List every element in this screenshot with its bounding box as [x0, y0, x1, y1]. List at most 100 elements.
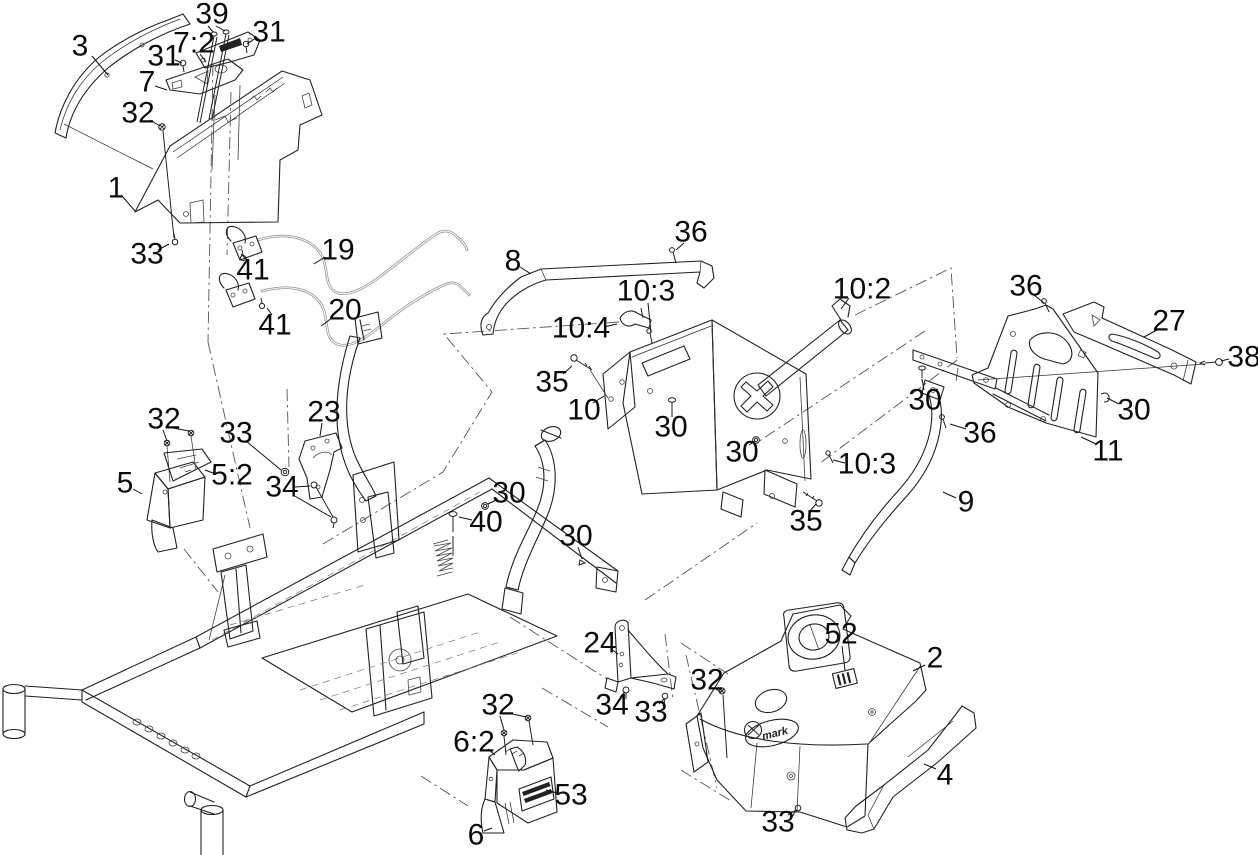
bolt-axis-line — [977, 363, 1206, 381]
leader-line-23 — [319, 422, 323, 437]
bolt-34 — [330, 516, 338, 529]
leader-line-33 — [658, 698, 665, 705]
leader-line-6 — [483, 827, 493, 832]
callout-31: 31 — [252, 16, 285, 49]
pin-10-3 — [825, 450, 834, 464]
lever-41-lower — [218, 272, 266, 310]
label-plate-52 — [831, 668, 858, 690]
callout-38: 38 — [1227, 341, 1258, 374]
mount-bar — [912, 349, 998, 390]
screw-35 — [802, 491, 823, 507]
leader-line-30 — [577, 546, 583, 560]
leader-line-19 — [313, 256, 326, 265]
leader-line-4 — [923, 763, 937, 770]
screw-33 — [171, 233, 179, 246]
leader-lines — [91, 25, 1230, 832]
leader-line-31 — [174, 59, 183, 64]
leader-line-32 — [149, 119, 161, 127]
callout-5: 5 — [117, 467, 134, 500]
leader-line-39 — [207, 25, 214, 33]
callout-30: 30 — [654, 411, 687, 444]
callout-6: 6 — [468, 819, 485, 852]
leader-line-36 — [675, 242, 685, 251]
leader-line-40 — [458, 516, 473, 521]
leader-line-32 — [507, 712, 527, 718]
leader-line-32 — [172, 427, 190, 432]
callout-41: 41 — [258, 309, 291, 342]
leader-line-34 — [294, 485, 311, 488]
callout-30: 30 — [492, 477, 525, 510]
callout-32: 32 — [147, 403, 180, 436]
engine-cover-6 — [480, 739, 558, 834]
lever-tube-left — [336, 311, 395, 559]
screw-32 — [163, 439, 171, 447]
pin-38 — [1198, 358, 1223, 366]
callout-41: 41 — [236, 254, 269, 287]
leader-line-53 — [545, 789, 558, 794]
leader-line-35 — [562, 365, 573, 375]
screw-32 — [158, 123, 175, 239]
logo-text: mark — [761, 725, 790, 743]
leader-line-11 — [1080, 436, 1097, 445]
screw-32 — [718, 687, 728, 759]
callout-10:3: 10:3 — [617, 275, 675, 308]
leader-line-27 — [1143, 329, 1158, 338]
leader-line-7:2 — [199, 53, 207, 63]
leader-line-10:3 — [832, 459, 846, 464]
tank-cover-4 — [844, 705, 977, 834]
leader-line-34 — [619, 691, 626, 698]
leader-line-32 — [162, 429, 168, 442]
callout-33: 33 — [634, 696, 667, 729]
callout-33: 33 — [761, 806, 794, 839]
support-arm-8 — [480, 260, 715, 336]
bolt-40 — [448, 511, 458, 556]
leader-line-1 — [121, 195, 136, 212]
tube-10-2 — [757, 298, 852, 397]
callout-27: 27 — [1152, 305, 1185, 338]
leader-line-24 — [610, 648, 619, 655]
leader-line-30 — [487, 498, 499, 505]
callout-36: 36 — [963, 417, 996, 450]
leader-line-8 — [519, 266, 532, 275]
leader-line-41 — [240, 253, 249, 262]
callout-19: 19 — [321, 234, 354, 267]
callout-33: 33 — [130, 238, 163, 271]
callout-5:2: 5:2 — [211, 459, 253, 492]
leader-line-10 — [592, 395, 605, 404]
leader-line-36 — [1033, 294, 1045, 304]
callout-34: 34 — [265, 471, 298, 504]
callout-53: 53 — [554, 779, 587, 812]
callout-32: 32 — [690, 664, 723, 697]
leader-line-30 — [921, 378, 925, 391]
bolt-34 — [310, 481, 334, 518]
leader-line-31 — [246, 37, 257, 45]
bolt-34 — [622, 686, 630, 699]
callout-31: 31 — [147, 40, 180, 73]
bracket-24 — [604, 619, 677, 693]
leader-line-7 — [154, 85, 168, 91]
leader-line-41 — [266, 307, 273, 316]
callout-52: 52 — [824, 618, 857, 651]
trim-strip-3 — [54, 13, 191, 139]
grille-53 — [518, 776, 555, 812]
washer-33 — [280, 467, 290, 477]
pin-36 — [939, 414, 947, 429]
callout-30: 30 — [559, 520, 592, 553]
callout-32: 32 — [481, 689, 514, 722]
callout-33: 33 — [219, 417, 252, 450]
callout-36: 36 — [1009, 270, 1042, 303]
screw-35 — [570, 354, 593, 371]
leader-line-36 — [949, 423, 967, 430]
leader-line-2 — [912, 664, 926, 672]
callout-2: 2 — [927, 642, 944, 675]
leader-line-10:3 — [647, 302, 652, 334]
leader-line-30 — [1106, 397, 1120, 405]
leader-line-32 — [499, 715, 505, 731]
callout-10: 10 — [567, 394, 600, 427]
callout-35: 35 — [535, 366, 568, 399]
exmark-logo: mark — [743, 718, 799, 748]
plate-5-2 — [163, 448, 212, 482]
